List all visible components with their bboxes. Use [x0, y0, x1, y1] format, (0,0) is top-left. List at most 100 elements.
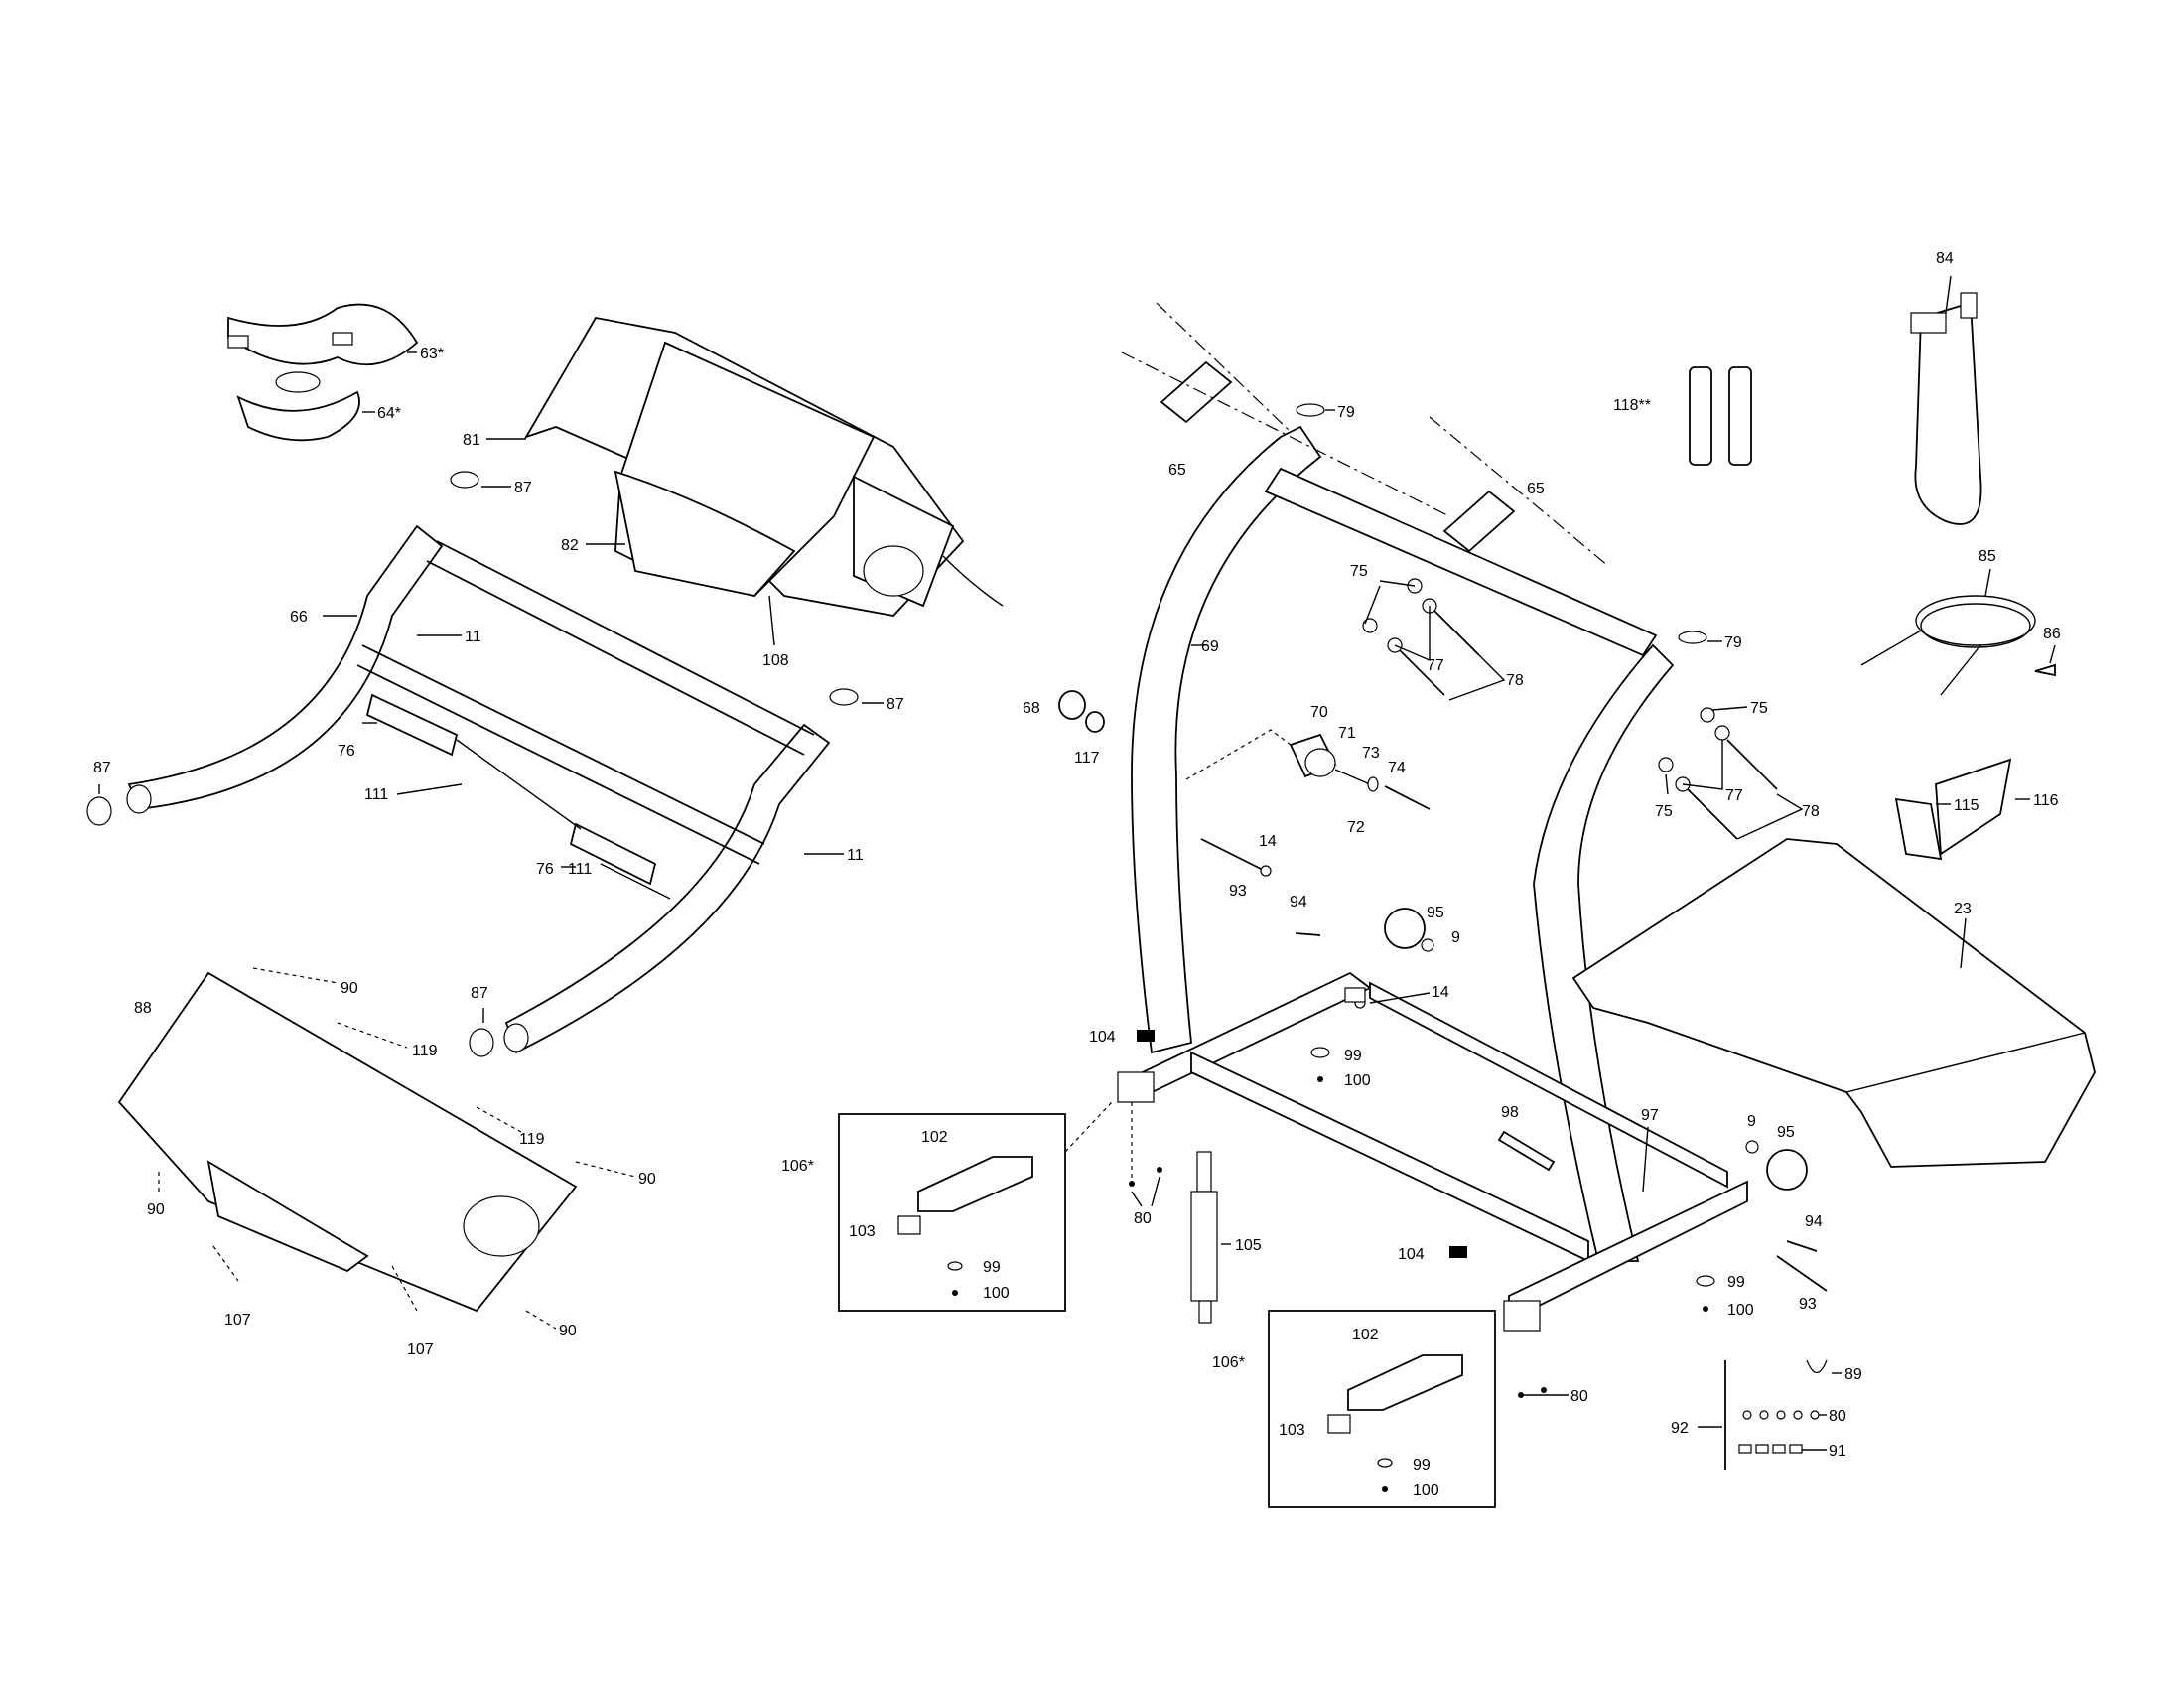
callout-78-b: 78 — [1802, 803, 1820, 820]
callout-89: 89 — [1844, 1366, 1862, 1383]
inset-box-106-left — [838, 1113, 1066, 1312]
callout-90-d: 90 — [559, 1323, 577, 1339]
callout-99-b: 99 — [983, 1259, 1001, 1276]
callout-82: 82 — [561, 537, 579, 554]
callout-11-bottom: 11 — [847, 847, 864, 864]
callout-94-b: 94 — [1805, 1213, 1823, 1230]
callout-86: 86 — [2043, 626, 2061, 642]
callout-117: 117 — [1074, 750, 1100, 767]
callout-75-a: 75 — [1350, 563, 1368, 580]
knob-assembly-70-74 — [1185, 729, 1431, 810]
callout-80-b: 80 — [1570, 1388, 1588, 1405]
callout-99-d: 99 — [1413, 1457, 1431, 1474]
callout-74: 74 — [1388, 760, 1406, 776]
callout-104-a: 104 — [1089, 1029, 1116, 1046]
callout-100-c: 100 — [1727, 1302, 1754, 1319]
callout-77-a: 77 — [1427, 657, 1444, 674]
leveling-foot-inset-left — [897, 1156, 1033, 1296]
callout-103-b: 103 — [1279, 1422, 1305, 1439]
callout-118: 118** — [1613, 397, 1651, 414]
callout-94-a: 94 — [1290, 894, 1307, 911]
callout-119-a: 119 — [412, 1043, 438, 1059]
callout-119-b: 119 — [519, 1131, 545, 1148]
callout-111-bottom: 111 — [568, 861, 592, 878]
callout-87-bottom: 87 — [471, 985, 488, 1002]
callout-85: 85 — [1979, 548, 1996, 565]
callout-75-c: 75 — [1655, 803, 1673, 820]
callout-91: 91 — [1829, 1443, 1846, 1460]
callout-73: 73 — [1362, 745, 1380, 762]
callout-79-top: 79 — [1337, 404, 1355, 421]
callout-100-a: 100 — [1344, 1072, 1371, 1089]
callout-75-b: 75 — [1750, 700, 1768, 717]
callout-102-b: 102 — [1352, 1327, 1379, 1343]
callout-80-a: 80 — [1134, 1210, 1152, 1227]
cover-84 — [1910, 292, 1982, 525]
callout-68: 68 — [1023, 700, 1040, 717]
callout-11-top: 11 — [465, 629, 481, 645]
bolt-set-upper — [1362, 578, 1480, 696]
callout-106-b: 106* — [1212, 1354, 1245, 1371]
pivot-hardware-upper — [1200, 838, 1434, 1009]
callout-107-b: 107 — [407, 1341, 434, 1358]
callout-23: 23 — [1954, 901, 1972, 917]
hardware-row — [1738, 1410, 1820, 1454]
callout-88: 88 — [134, 1000, 152, 1017]
dumbbells-118 — [1689, 366, 1752, 466]
hand-grips-65 — [1121, 302, 1609, 567]
callout-99-a: 99 — [1344, 1048, 1362, 1064]
callout-63: 63* — [420, 346, 444, 362]
callout-100-d: 100 — [1413, 1482, 1439, 1499]
callout-79-right: 79 — [1724, 634, 1742, 651]
leveling-foot-inset-right — [1327, 1354, 1463, 1492]
callout-71: 71 — [1338, 725, 1356, 742]
callout-81: 81 — [463, 432, 480, 449]
callout-93-b: 93 — [1799, 1296, 1817, 1313]
callout-107-a: 107 — [224, 1312, 251, 1329]
strap-63-64-parts — [227, 303, 419, 442]
cable-85 — [1860, 595, 2036, 696]
callout-95-b: 95 — [1777, 1124, 1795, 1141]
callout-78-a: 78 — [1506, 672, 1524, 689]
callout-100-b: 100 — [983, 1285, 1010, 1302]
bolt-set-right — [1658, 707, 1778, 840]
callout-106-a: 106* — [781, 1158, 814, 1175]
callout-69: 69 — [1201, 638, 1219, 655]
callout-108: 108 — [762, 652, 789, 669]
callout-98: 98 — [1501, 1104, 1519, 1121]
callout-9-a: 9 — [1451, 929, 1460, 946]
upright-frame-69 — [1117, 425, 1748, 1332]
callout-87-top: 87 — [514, 480, 532, 496]
callout-105: 105 — [1235, 1237, 1262, 1254]
callout-116: 116 — [2033, 792, 2059, 809]
callout-93-a: 93 — [1229, 883, 1247, 900]
callout-76-top: 76 — [338, 743, 355, 760]
callout-99-c: 99 — [1727, 1274, 1745, 1291]
callout-84: 84 — [1936, 250, 1954, 267]
callout-90-a: 90 — [341, 980, 358, 997]
callout-77-b: 77 — [1725, 787, 1743, 804]
callout-72: 72 — [1347, 819, 1365, 836]
callout-102-a: 102 — [921, 1129, 948, 1146]
callout-76-bottom: 76 — [536, 861, 554, 878]
callout-87-left: 87 — [93, 760, 111, 776]
callout-90-b: 90 — [638, 1171, 656, 1188]
callout-111-top: 111 — [364, 786, 388, 803]
roller-68-117 — [1058, 690, 1105, 733]
callout-66: 66 — [290, 609, 308, 626]
handlebar-66 — [86, 471, 859, 1057]
callout-65-right: 65 — [1527, 481, 1545, 497]
callout-103-a: 103 — [849, 1223, 876, 1240]
callout-97: 97 — [1641, 1107, 1659, 1124]
shock-105 — [1190, 1151, 1218, 1324]
callout-64: 64* — [377, 405, 401, 422]
callout-80-c: 80 — [1829, 1408, 1846, 1425]
callout-14-a: 14 — [1259, 833, 1277, 850]
callout-95-a: 95 — [1427, 905, 1444, 921]
callout-87-right: 87 — [887, 696, 904, 713]
console-parts — [524, 316, 1004, 617]
callout-70: 70 — [1310, 704, 1328, 721]
callout-92: 92 — [1671, 1420, 1689, 1437]
callout-65-left: 65 — [1168, 462, 1186, 479]
